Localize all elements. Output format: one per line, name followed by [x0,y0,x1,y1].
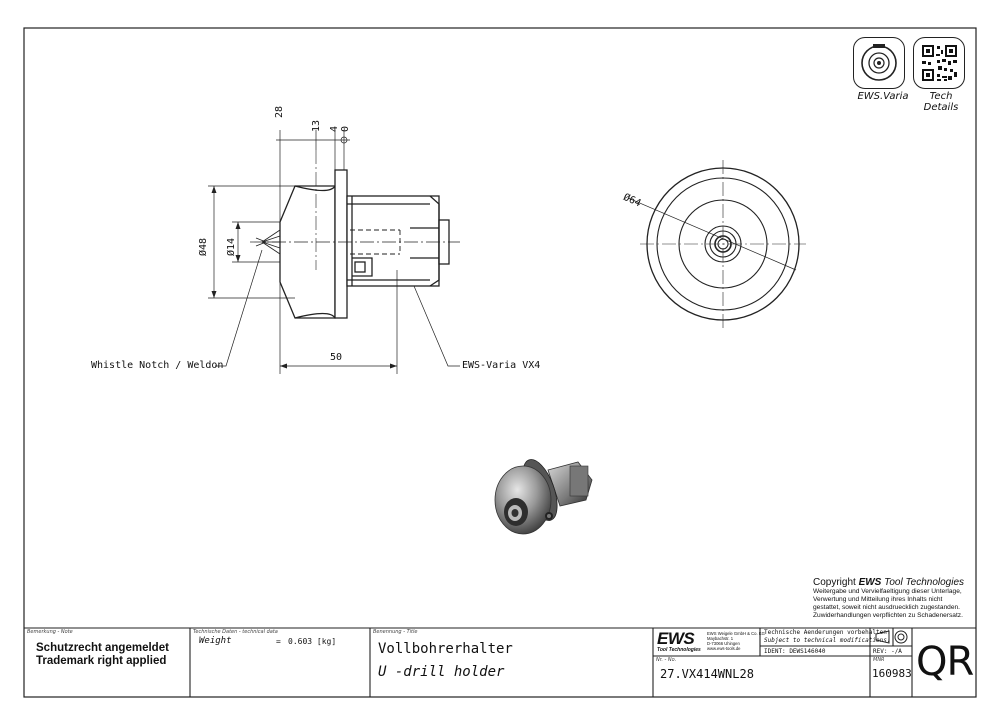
mnr-value: 160983 [872,667,912,680]
dim-13: 13 [311,119,322,132]
tech-label-line1: Tech [929,91,953,102]
copyright-title: Copyright EWS Tool Technologies [813,577,965,588]
title-block-frame [24,627,976,697]
qr-code-icon [922,45,957,81]
qr-label: QR [916,639,974,685]
dimension-arrows [211,186,397,369]
part-number: 27.VX414WNL28 [660,667,754,681]
note-text: Schutzrecht angemeldet Trademark right a… [36,642,169,667]
varia-badge-button[interactable] [853,37,905,89]
projection-symbol-icon [875,630,908,644]
title-en: U -drill holder [378,664,505,680]
dia-48: Ø48 [198,237,209,256]
rev-field: REV: -/A [873,648,902,655]
ews-logo: EWS Tool Technologies [657,629,703,653]
weight-eq: = [276,637,281,646]
dim-50: 50 [330,352,343,363]
dimension-lines [208,130,797,374]
copyright-text: Weitergabe und Vervielfaeltigung dieser … [813,588,963,619]
front-view [640,160,806,328]
tech-details-qr-button[interactable] [913,37,965,89]
mnr-caption: MNR [873,657,885,663]
logo-text: EWS [657,629,695,648]
copyright-notice: Copyright EWS Tool Technologies Weiterga… [813,577,973,620]
varia-badge-label: EWS.Varia [857,91,909,102]
weight-value: 0.603 [kg] [288,637,337,646]
nr-caption: Nr. - No. [656,657,677,663]
tech-details-label: Tech Details [913,91,969,113]
side-view [250,150,460,319]
dim-4: 4 [329,125,340,132]
tech-data-caption: Technische Daten - technical data [193,629,278,635]
logo-subtext: Tool Technologies [657,647,701,653]
weight-label: Weight [199,636,232,646]
title-de: Vollbohrerhalter [378,641,513,657]
ident-field: IDENT: DEWS146040 [764,648,826,655]
dim-0: 0 [340,125,351,132]
title-caption: Benennung - Title [373,629,418,635]
tech-change-note: Technische Aenderungen vorbehalten! Subj… [764,629,891,644]
company-address: EWS Weigele GmbH & Co. KG Maybachstr. 1 … [707,631,765,651]
iso-render [494,459,593,535]
tech-label-line2: Details [923,102,959,113]
dim-28: 28 [274,105,285,118]
callout-ews-varia: EWS-Varia VX4 [462,360,541,371]
varia-holder-icon [861,44,897,81]
dia-14: Ø14 [226,237,237,256]
callout-whistle-notch: Whistle Notch / Weldon [91,360,224,371]
note-caption: Bemerkung - Note [27,629,73,635]
